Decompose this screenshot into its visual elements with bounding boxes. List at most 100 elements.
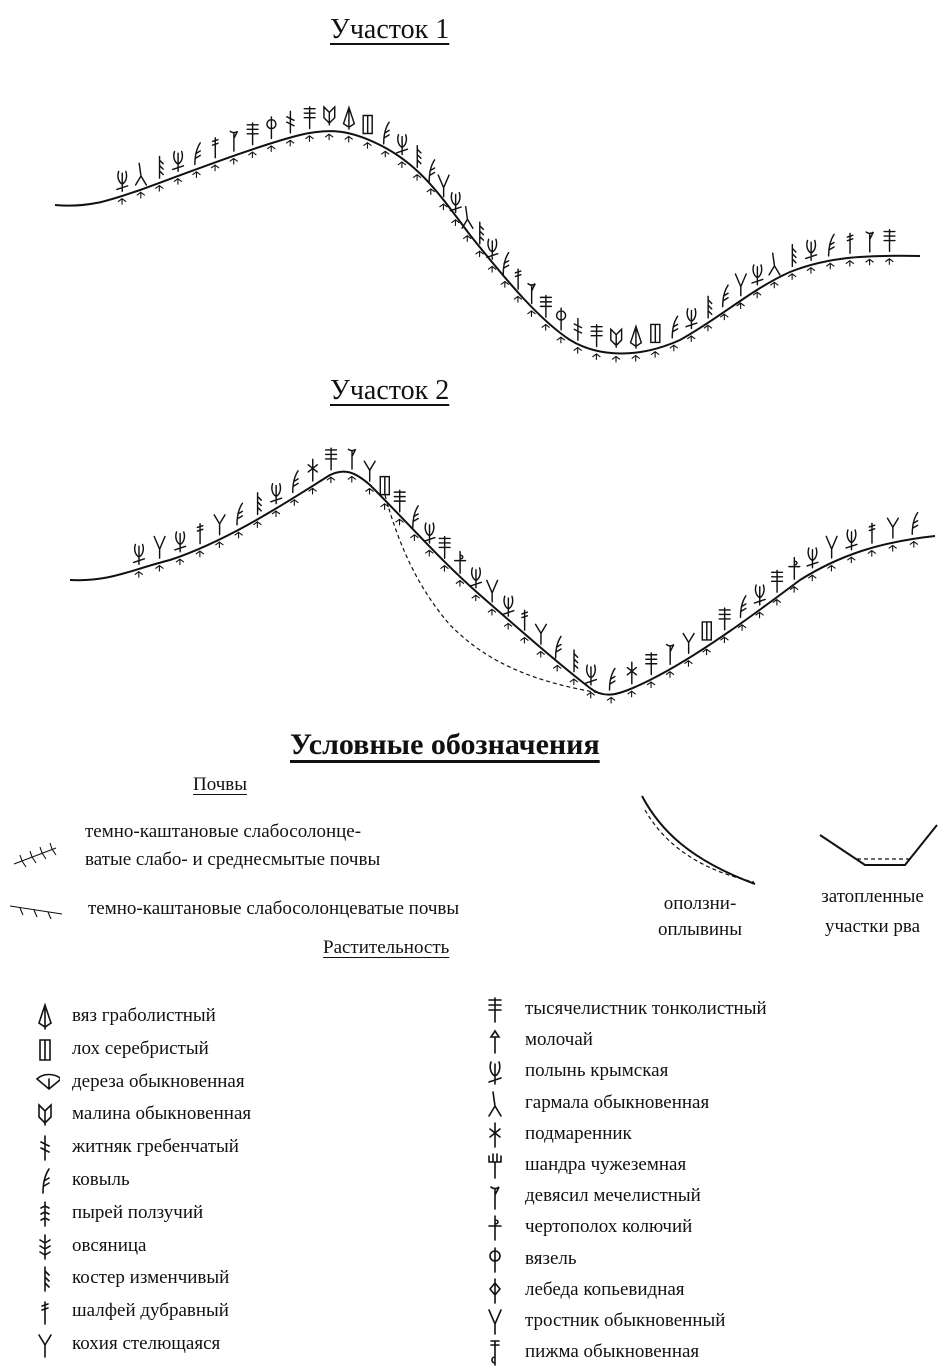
profile-soil-mark [703,324,713,332]
profile-soil-mark [155,184,164,192]
bedstraw-icon [489,1121,501,1148]
profile-soil-mark [752,291,762,299]
landslide-label-line-1: оползни- [663,893,737,914]
profile-bedstraw-icon [307,458,318,482]
legend-item-label: подмаренник [525,1122,632,1144]
legend-item-label: полынь крымская [525,1060,669,1082]
profile-soil-mark [271,510,281,518]
profile-brome-icon [256,492,262,516]
profile-bedstraw-icon [626,661,638,685]
profile-soil-mark [471,594,481,602]
legend-item-label: житняк гребенчатый [72,1136,239,1158]
profile-wormwood-icon [751,264,764,286]
profile-soil-mark [755,611,764,619]
orache-icon [488,1277,502,1304]
profile-kochia-icon [534,623,548,645]
profile-soil-mark [684,660,693,667]
profile-soil-mark [806,266,816,274]
sage-icon [41,1301,49,1325]
legend-item-label: лох серебристый [72,1037,209,1059]
profile-soil-mark [646,681,656,688]
profile-reed-icon [825,535,838,559]
profile-sage-icon [846,232,854,254]
profile-elecampane-icon [347,448,357,470]
profile-wormwood-icon [584,664,598,686]
profile-soil-mark [462,235,472,242]
profile-yarrow-icon [246,122,259,146]
profile-wormwood-icon [486,238,499,260]
flooded-label-line-2: участки рва [824,916,921,937]
profile-wormwood-icon [423,522,436,544]
boxthorn-icon [35,1073,60,1090]
profile-elecampane-icon [229,130,239,152]
profile-elm-icon [629,324,643,349]
profile-soil-mark [455,579,465,587]
profile-soil-mark [266,145,276,152]
profile-reed-icon [734,273,747,297]
profile-raspberry-icon [610,327,623,348]
profile-wormwood-icon [685,307,698,330]
profile-soil-mark [117,197,127,205]
profile-feather-grass-icon [194,142,201,166]
profile-wormwood-icon [174,531,187,553]
landslide-icon [641,795,756,885]
profile-feather-grass-icon [911,511,919,535]
plot-2-profile [69,447,936,704]
profile-elecampane-icon [527,282,536,305]
profile-soil-mark [500,280,510,288]
profile-wormwood-icon [806,547,819,569]
profile-brome-icon [479,221,485,245]
profile-soil-mark [326,476,336,484]
legend-item-label: чертополох колючий [525,1216,693,1238]
profile-crown-vetch-icon [555,307,567,331]
profile-sage-icon [196,523,204,545]
profile-elm-icon [342,105,356,130]
profile-yarrow-icon [883,229,896,253]
profile-soil-mark [686,335,696,342]
profile-reed-icon [153,535,166,559]
profile-wormwood-icon [171,150,185,172]
profile-yarrow-icon [770,569,784,593]
profile-soil-mark [536,650,546,658]
profile-harmala-icon [461,205,474,230]
profile-soil-mark [552,664,562,672]
profile-soil-mark [573,346,583,354]
profile-elecampane-icon [865,231,875,253]
legend-item-label: пырей ползучий [72,1201,204,1223]
profile-feather-grass-icon [739,595,747,619]
legend-item-label: девясил мечелистный [525,1185,701,1207]
profile-soil-mark [475,250,484,258]
plot-2-landslide-line [384,494,601,694]
legend-item-label: молочай [525,1029,593,1051]
oleaster-icon [39,1038,51,1061]
profile-soil-mark [347,475,357,483]
profile-soil-mark [397,161,407,168]
profile-wormwood-icon [502,595,515,617]
profile-soil-mark [627,690,636,698]
profile-soil-mark [665,671,675,678]
legend-item-label: гармала обыкновенная [525,1091,710,1113]
profile-oleaster-icon [650,323,661,344]
profile-soil-mark [867,549,877,557]
profile-soil-mark [305,135,314,142]
profile-soil-mark [363,141,372,149]
crown-vetch-icon [489,1246,501,1273]
profile-soil-mark [503,622,513,630]
profile-soil-mark [487,265,497,273]
legend-item-label: костер изменчивый [72,1267,230,1289]
profile-feather-grass-icon [554,635,562,659]
elm-icon [38,1003,52,1030]
profile-wormwood-icon [132,543,146,565]
profile-soil-mark [720,636,729,644]
profile-soil-mark [215,541,224,549]
plot-1-profile [54,105,921,363]
profile-soil-mark [541,323,551,331]
profile-soil-mark [439,203,448,211]
plot-2-title: Участок 2 [330,375,450,406]
profile-harmala-icon [134,162,148,186]
profile-soil-mark [865,258,874,266]
feather-grass-icon [42,1168,50,1194]
profile-soil-mark [606,696,616,704]
profile-soil-mark [451,219,460,226]
soil-icon [9,905,63,920]
